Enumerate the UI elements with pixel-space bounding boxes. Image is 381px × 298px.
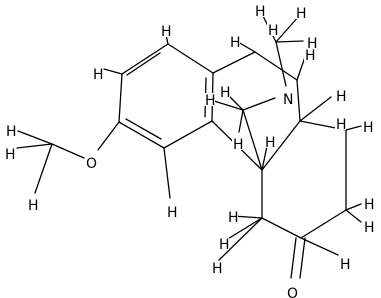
atom-label-h20: H (228, 210, 239, 226)
atom-mask (5, 124, 16, 137)
atom-mask (362, 120, 373, 133)
atom-label-o_methoxy: O (86, 156, 97, 172)
atom-label-h13: H (336, 89, 347, 105)
atom-label-h7: H (230, 35, 241, 51)
atom-label-h11: H (307, 36, 318, 52)
atom-mask (219, 85, 230, 98)
bond-ch (103, 68, 123, 75)
atom-label-h25: H (340, 257, 351, 273)
atom-label-h9: H (255, 4, 266, 20)
atom-label-h8: H (268, 23, 279, 39)
atom-mask (363, 220, 374, 233)
methoxy-group (16, 121, 120, 194)
aromatic-ring (118, 43, 214, 149)
bond-ch (163, 147, 171, 199)
atom-mask (264, 135, 275, 148)
atom-mask (160, 24, 171, 37)
atom-mask (335, 89, 346, 102)
atom-mask (295, 6, 306, 19)
atom-label-h24: H (212, 261, 223, 277)
atom-mask (85, 156, 96, 169)
atom-label-h17: H (265, 135, 276, 151)
atom-label-h10: H (296, 6, 307, 22)
atom-mask (339, 257, 350, 270)
atom-mask (304, 48, 315, 61)
atom-mask (232, 137, 243, 150)
atom-label-h2: H (93, 67, 104, 83)
atom-label-h1: H (161, 24, 172, 40)
atom-mask (204, 93, 215, 106)
atom-label-o_ketone: O (287, 286, 298, 298)
atom-label-h15: H (205, 93, 216, 109)
atom-mask (267, 23, 278, 36)
atom-label-h4: H (5, 147, 16, 163)
atom-mask (92, 67, 103, 80)
atom-mask (335, 117, 346, 130)
atom-mask (254, 4, 265, 17)
atom-label-h19: H (363, 120, 374, 136)
atom-label-h21: H (364, 197, 375, 213)
atom-mask (166, 205, 177, 218)
atom-mask (282, 92, 293, 105)
atom-label-h14: H (220, 85, 231, 101)
atom-mask (4, 147, 15, 160)
atom-mask (286, 286, 297, 298)
atom-label-h16: H (233, 137, 244, 153)
atom-mask (218, 237, 229, 250)
aliphatic-skeleton (211, 51, 347, 279)
atom-mask (211, 261, 222, 274)
atom-label-h18: H (336, 117, 347, 133)
atom-mask (363, 197, 374, 210)
atom-label-h6: H (167, 205, 178, 221)
n-methyl-group (213, 13, 362, 261)
atom-label-h12: H (305, 48, 316, 64)
atom-mask (227, 210, 238, 223)
atom-mask (229, 35, 240, 48)
atom-label-h3: H (6, 124, 17, 140)
atom-label-n: N (283, 92, 293, 108)
atom-label-h22: H (364, 220, 375, 236)
atom-label-h5: H (28, 198, 39, 214)
atom-label-h23: H (219, 237, 230, 253)
atom-mask (306, 36, 317, 49)
atom-mask (27, 198, 38, 211)
